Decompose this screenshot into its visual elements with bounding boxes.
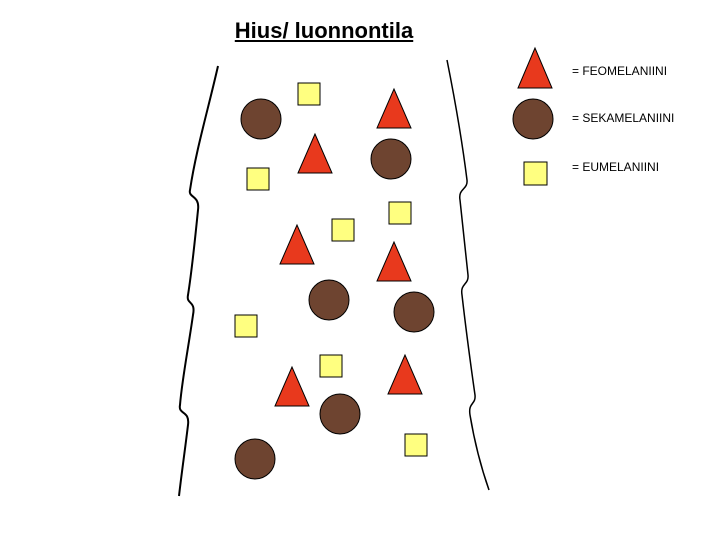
eumelaniini-granule: [319, 354, 343, 378]
feomelaniini-granule: [279, 223, 315, 265]
sekamelaniini-granule: [240, 98, 282, 140]
eumelaniini-granule: [246, 167, 270, 191]
legend-label-sekamelaniini: = SEKAMELANIINI: [572, 111, 675, 125]
feomelaniini-granule: [297, 132, 333, 174]
legend-label-eumelaniini: = EUMELANIINI: [572, 160, 660, 174]
feomelaniini-granule: [376, 240, 412, 282]
eumelaniini-granule: [297, 82, 321, 106]
feomelaniini-granule: [376, 87, 412, 129]
eumelaniini-granule: [404, 433, 428, 457]
sekamelaniini-granule: [234, 438, 276, 480]
diagram-title: Hius/ luonnontila: [234, 18, 414, 43]
sekamelaniini-granule: [370, 138, 412, 180]
legend-label-feomelaniini: = FEOMELANIINI: [572, 64, 668, 78]
hair-right-edge: [446, 59, 490, 491]
hair-left-edge: [178, 65, 219, 497]
sekamelaniini-granule: [308, 279, 350, 321]
eumelaniini-granule: [234, 314, 258, 338]
yellow-square-icon: [523, 161, 548, 186]
eumelaniini-granule: [388, 201, 412, 225]
feomelaniini-granule: [274, 365, 310, 407]
eumelaniini-granule: [331, 218, 355, 242]
sekamelaniini-granule: [393, 291, 435, 333]
red-triangle-icon: [517, 46, 553, 89]
brown-circle-icon: [512, 98, 554, 140]
sekamelaniini-granule: [319, 393, 361, 435]
feomelaniini-granule: [387, 353, 423, 395]
